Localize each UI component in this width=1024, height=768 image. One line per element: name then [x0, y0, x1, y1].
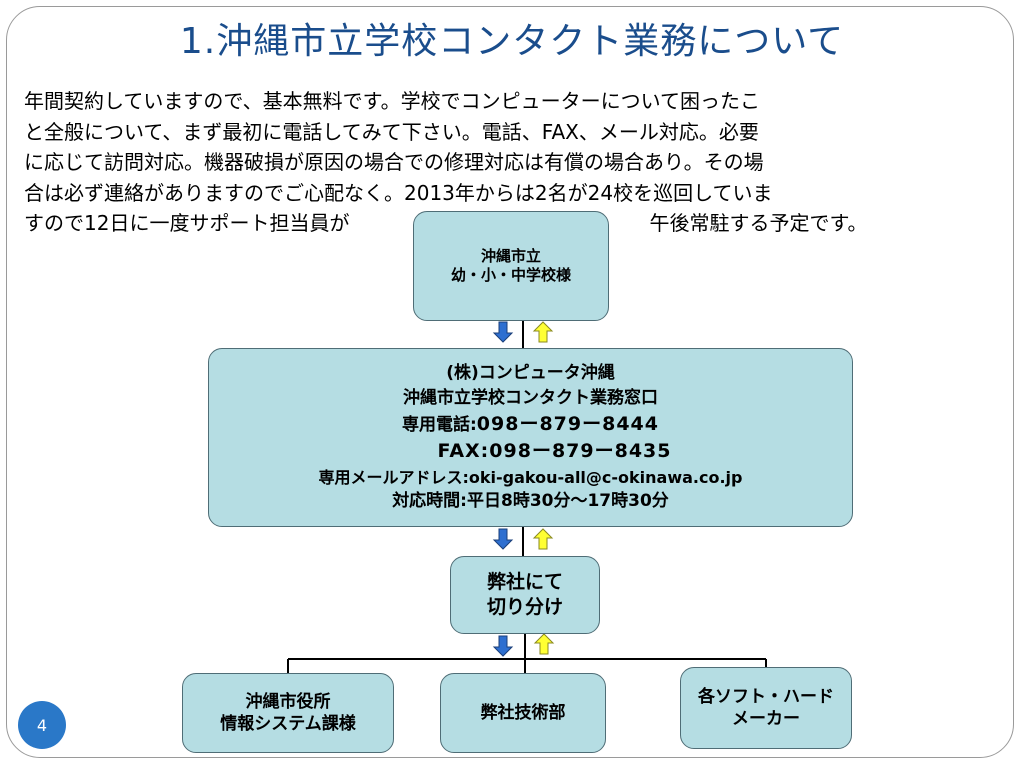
maker-line: 各ソフト・ハード — [698, 686, 834, 707]
tech-dept-label: 弊社技術部 — [480, 702, 566, 723]
mail-address: oki-gakou-all@c-okinawa.co.jp — [468, 467, 743, 487]
body-line: 合は必ず連絡がありますのでご心配なく。2013年からは2名が24校を巡回していま — [24, 180, 773, 205]
slide-title: 1.沖縄市立学校コンタクト業務について — [179, 21, 845, 62]
arrow-down-icon — [492, 528, 514, 550]
body-line: と全般について、まず最初に電話してみて下さい。電話、FAX、メール対応。必要 — [24, 119, 759, 144]
triage-box-line: 弊社にて — [486, 571, 563, 594]
triage-box: 弊社にて 切り分け — [450, 556, 600, 634]
service-hours: 対応時間:平日8時30分〜17時30分 — [392, 490, 669, 511]
arrow-up-icon — [532, 528, 554, 550]
city-office-box: 沖縄市役所 情報システム課様 — [182, 673, 394, 753]
arrow-down-icon — [492, 321, 514, 343]
maker-line: メーカー — [732, 709, 800, 729]
city-office-line: 沖縄市役所 — [245, 691, 331, 712]
arrow-up-icon — [532, 321, 554, 343]
school-box: 沖縄市立 幼・小・中学校様 — [413, 211, 609, 321]
tel-number: 098ー879ー8444 — [476, 412, 659, 435]
body-line: 年間契約していますので、基本無料です。学校でコンピューターについて困ったこ — [24, 89, 760, 113]
triage-box-line: 切り分け — [486, 596, 563, 618]
tech-dept-box: 弊社技術部 — [440, 673, 606, 753]
tel-label: 専用電話: — [401, 414, 477, 435]
body-line-part: 午後常駐する予定です。 — [649, 211, 868, 235]
arrow-down-icon — [492, 635, 514, 657]
school-box-line: 幼・小・中学校様 — [450, 266, 571, 284]
body-line-part: すので12日に一度サポート担当員が — [24, 211, 350, 235]
page-number-badge: 4 — [18, 701, 66, 749]
company-name: (株)コンピュータ沖縄 — [446, 363, 615, 384]
fax-number: 098ー879ー8435 — [489, 440, 672, 463]
school-box-line: 沖縄市立 — [480, 246, 541, 265]
fax-label: FAX: — [437, 440, 490, 463]
mail-line: 専用メールアドレス:oki-gakou-all@c-okinawa.co.jp — [319, 466, 743, 489]
contact-desk-box: (株)コンピュータ沖縄 沖縄市立学校コンタクト業務窓口 専用電話:098ー879… — [208, 348, 853, 527]
body-line-last: すので12日に一度サポート担当員が 午後常駐する予定です。 — [24, 208, 1004, 239]
fax-line: FAX:098ー879ー8435 — [390, 438, 672, 466]
maker-box: 各ソフト・ハード メーカー — [680, 667, 852, 749]
city-office-line: 情報システム課様 — [220, 714, 356, 734]
slide-frame — [6, 6, 1014, 758]
arrow-up-icon — [533, 633, 555, 655]
body-line: に応じて訪問対応。機器破損が原因の場合での修理対応は有償の場合あり。その場 — [24, 150, 764, 174]
tel-line: 専用電話:098ー879ー8444 — [402, 411, 659, 439]
body-text: 年間契約していますので、基本無料です。学校でコンピューターについて困ったこ と全… — [24, 86, 1004, 239]
mail-label: 専用メールアドレス: — [318, 467, 469, 487]
desk-name: 沖縄市立学校コンタクト業務窓口 — [403, 388, 658, 409]
